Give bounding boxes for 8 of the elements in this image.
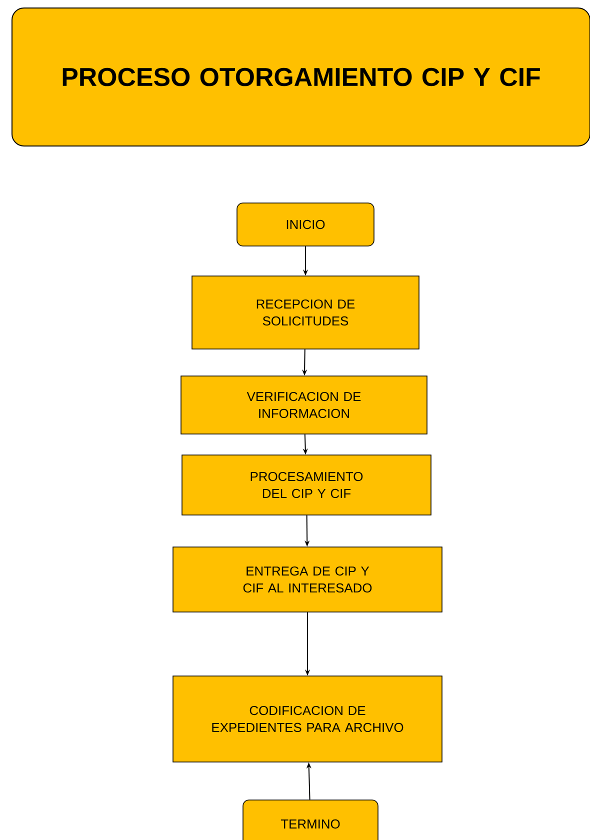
process-box: ENTREGA DE CIP Y CIF AL INTERESADO: [172, 546, 442, 612]
title-box: PROCESO OTORGAMIENTO CIP Y CIF: [12, 8, 590, 146]
process-box: VERIFICACION DE INFORMACION: [180, 376, 428, 434]
terminal-box: INICIO: [236, 202, 374, 246]
process-box: PROCESAMIENTO DEL CIP Y CIF: [182, 454, 432, 516]
process-box: RECEPCION DE SOLICITUDES: [192, 276, 420, 350]
terminal-box: TERMINO: [242, 800, 378, 840]
process-box: CODIFICACION DE EXPEDIENTES PARA ARCHIVO: [172, 676, 442, 762]
